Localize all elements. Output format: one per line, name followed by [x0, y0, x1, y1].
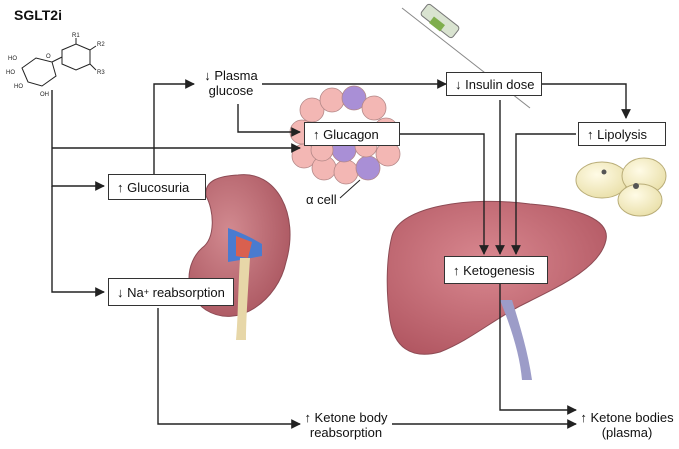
svg-text:HO: HO — [6, 70, 15, 76]
plasma-glucose-label: ↓ Plasma glucose — [198, 68, 264, 98]
plasma-glucose-line-1: ↓ Plasma — [204, 68, 258, 83]
glucosuria-box: ↑ Glucosuria — [108, 174, 206, 200]
na-reabsorption-suffix: reabsorption — [149, 284, 225, 300]
ketone-bodies-plasma-line-1: ↑ Ketone bodies — [580, 410, 674, 425]
ketone-body-reabsorption-label: ↑ Ketone body reabsorption — [300, 410, 392, 440]
substituent-r2: R2 — [97, 42, 105, 48]
ketone-body-reabsorption-line-2: reabsorption — [309, 425, 383, 440]
molecule-atom-labels: HO HO HO OH O R1 R2 R3 — [6, 33, 105, 98]
ketone-bodies-plasma-line-2: (plasma) — [601, 425, 653, 440]
glucagon-box: ↑ Glucagon — [304, 122, 400, 146]
svg-text:HO: HO — [8, 56, 17, 62]
drug-label: SGLT2i — [14, 7, 62, 23]
alpha-cell-label: α cell — [306, 192, 337, 207]
na-charge: + — [143, 287, 149, 297]
liver-illustration — [386, 200, 607, 380]
flow-arrows — [51, 79, 631, 429]
ketone-bodies-plasma-label: ↑ Ketone bodies (plasma) — [578, 410, 676, 440]
alpha-cell-pointer — [339, 179, 361, 199]
svg-text:O: O — [46, 54, 51, 60]
plasma-glucose-line-2: glucose — [208, 83, 254, 98]
svg-text:OH: OH — [40, 92, 49, 98]
na-reabsorption-prefix: ↓ Na — [117, 284, 144, 300]
insulin-dose-box: ↓ Insulin dose — [446, 72, 542, 96]
na-reabsorption-box: ↓ Na+ reabsorption — [108, 278, 234, 306]
adipocyte-illustration — [575, 157, 667, 217]
ketogenesis-box: ↑ Ketogenesis — [444, 256, 548, 284]
substituent-r3: R3 — [97, 70, 105, 76]
svg-text:HO: HO — [14, 84, 23, 90]
substituent-r1: R1 — [72, 33, 80, 39]
ketone-body-reabsorption-line-1: ↑ Ketone body — [304, 410, 388, 425]
sglt2i-molecule-illustration — [21, 38, 97, 87]
lipolysis-box: ↑ Lipolysis — [578, 122, 666, 146]
